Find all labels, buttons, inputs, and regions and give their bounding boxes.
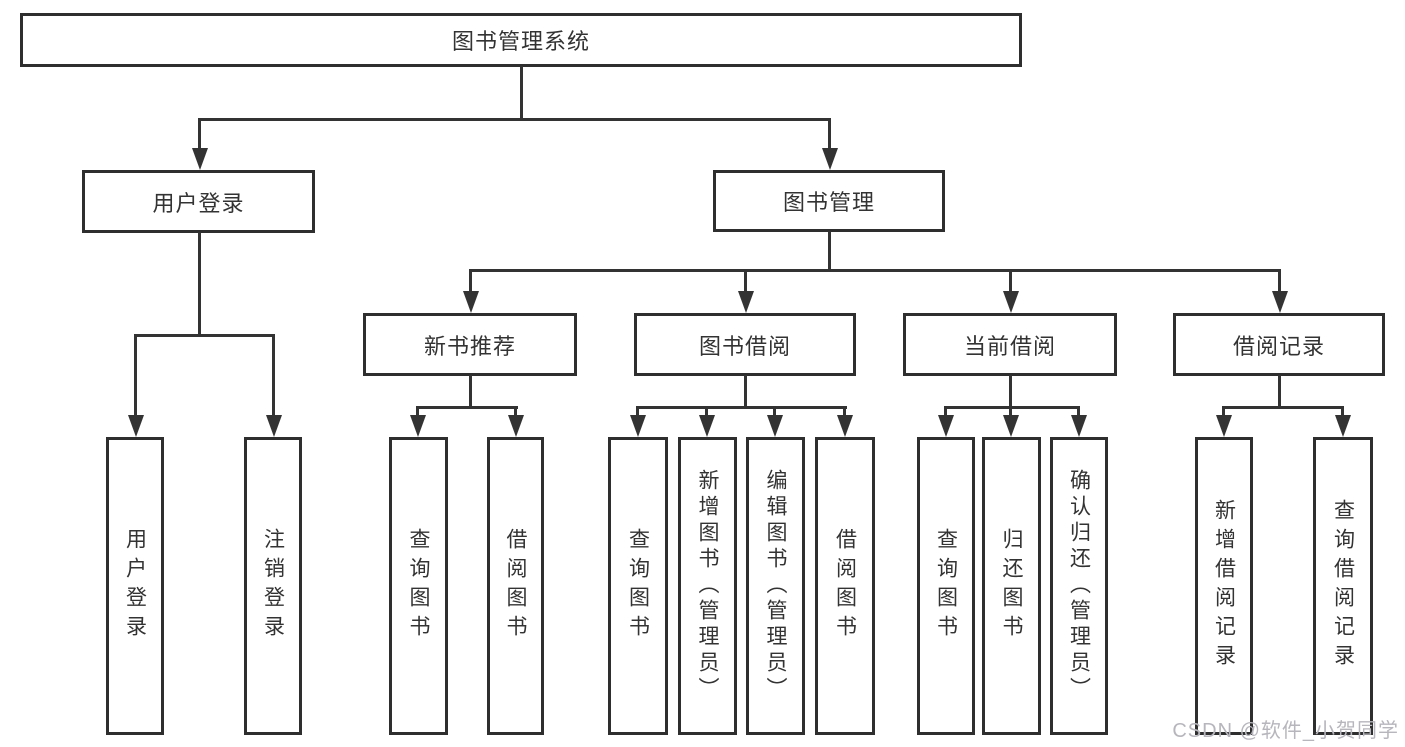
connector-leaf-d3 [1077, 406, 1080, 418]
node-book-borrow: 图书借阅 [634, 313, 856, 376]
connector-borrow-records-split [1223, 406, 1344, 409]
connector-leaf-e1 [1222, 406, 1225, 418]
leaf-borrow-books-borrow: 借阅图书 [815, 437, 875, 735]
node-book-mgmt: 图书管理 [713, 170, 945, 232]
arrowhead-leaf-logout [266, 415, 282, 437]
leaf-query-borrow-record-label: 查询借阅记录 [1331, 499, 1355, 673]
leaf-borrow-books-newrec: 借阅图书 [487, 437, 544, 735]
node-new-books: 新书推荐 [363, 313, 577, 376]
leaf-add-books-admin-label: 新增图书（管理员） [696, 469, 719, 703]
connector-new-books-split [417, 406, 518, 409]
connector-leaf-b2 [514, 406, 517, 418]
leaf-logout: 注销登录 [244, 437, 302, 735]
leaf-user-login: 用户登录 [106, 437, 164, 735]
arrowhead-book-borrow [738, 291, 754, 313]
leaf-borrow-books-borrow-label: 借阅图书 [833, 528, 857, 644]
connector-leaf-c4 [843, 406, 846, 418]
arrowhead-current-borrow [1003, 291, 1019, 313]
connector-user-login-split [134, 334, 275, 337]
connector-to-book-borrow [744, 269, 747, 295]
connector-to-book-mgmt [828, 118, 831, 152]
leaf-borrow-books-newrec-label: 借阅图书 [504, 528, 527, 644]
node-root: 图书管理系统 [20, 13, 1022, 67]
connector-current-borrow-down [1009, 375, 1012, 409]
leaf-query-books-current: 查询图书 [917, 437, 975, 735]
arrowhead-leaf-c1 [630, 415, 646, 437]
leaf-query-books-newrec: 查询图书 [389, 437, 448, 735]
arrowhead-leaf-b1 [410, 415, 426, 437]
leaf-edit-books-admin-label: 编辑图书（管理员） [764, 469, 787, 703]
connector-leaf-c2 [705, 406, 708, 418]
arrowhead-leaf-b2 [508, 415, 524, 437]
arrowhead-leaf-e2 [1335, 415, 1351, 437]
leaf-add-borrow-record-label: 新增借阅记录 [1212, 499, 1236, 673]
connector-to-new-books [469, 269, 472, 295]
leaf-query-books-current-label: 查询图书 [934, 528, 958, 644]
connector-leaf-c1 [636, 406, 639, 418]
arrowhead-book-mgmt [822, 148, 838, 170]
arrowhead-leaf-d1 [938, 415, 954, 437]
arrowhead-borrow-records [1272, 291, 1288, 313]
arrowhead-leaf-e1 [1216, 415, 1232, 437]
connector-book-mgmt-down [828, 231, 831, 272]
leaf-add-books-admin: 新增图书（管理员） [678, 437, 737, 735]
connector-user-login-down [198, 232, 201, 337]
node-user-login-label: 用户登录 [152, 190, 245, 216]
node-root-label: 图书管理系统 [451, 29, 590, 54]
node-borrow-records: 借阅记录 [1173, 313, 1385, 376]
connector-to-leaf-login [134, 334, 137, 418]
connector-level2-split [198, 118, 831, 121]
connector-borrow-records-down [1278, 375, 1281, 409]
leaf-query-books-borrow-label: 查询图书 [626, 528, 650, 644]
leaf-add-borrow-record: 新增借阅记录 [1195, 437, 1253, 735]
leaf-return-books-label: 归还图书 [1000, 528, 1023, 644]
connector-current-borrow-split [945, 406, 1080, 409]
node-book-borrow-label: 图书借阅 [698, 333, 791, 359]
arrowhead-leaf-c4 [837, 415, 853, 437]
leaf-return-books: 归还图书 [982, 437, 1041, 735]
node-current-borrow-label: 当前借阅 [963, 333, 1056, 359]
leaf-query-books-borrow: 查询图书 [608, 437, 668, 735]
connector-leaf-b1 [416, 406, 419, 418]
leaf-edit-books-admin: 编辑图书（管理员） [746, 437, 805, 735]
leaf-user-login-label: 用户登录 [123, 528, 147, 644]
arrowhead-leaf-d3 [1071, 415, 1087, 437]
connector-new-books-down [469, 375, 472, 409]
connector-to-borrow-records [1278, 269, 1281, 295]
node-new-books-label: 新书推荐 [423, 333, 516, 359]
csdn-watermark: CSDN @软件_小贺同学 [1172, 720, 1399, 742]
arrowhead-leaf-d2 [1003, 415, 1019, 437]
arrowhead-new-books [463, 291, 479, 313]
connector-leaf-d2 [1009, 406, 1012, 418]
leaf-confirm-return-admin-label: 确认归还（管理员） [1067, 469, 1091, 703]
arrowhead-leaf-c3 [767, 415, 783, 437]
connector-leaf-e2 [1341, 406, 1344, 418]
node-borrow-records-label: 借阅记录 [1232, 333, 1325, 359]
leaf-confirm-return-admin: 确认归还（管理员） [1050, 437, 1108, 735]
node-current-borrow: 当前借阅 [903, 313, 1117, 376]
connector-leaf-c3 [773, 406, 776, 418]
connector-to-leaf-logout [272, 334, 275, 418]
leaf-logout-label: 注销登录 [261, 528, 285, 644]
leaf-query-borrow-record: 查询借阅记录 [1313, 437, 1373, 735]
connector-book-borrow-down [744, 375, 747, 409]
arrowhead-user-login [192, 148, 208, 170]
connector-level3-split [469, 269, 1281, 272]
node-book-mgmt-label: 图书管理 [782, 190, 875, 215]
connector-to-user-login [198, 118, 201, 152]
connector-leaf-d1 [944, 406, 947, 418]
node-user-login: 用户登录 [82, 170, 315, 233]
connector-root-trunk [520, 66, 523, 119]
connector-book-borrow-split [637, 406, 847, 409]
connector-to-current-borrow [1009, 269, 1012, 295]
arrowhead-leaf-c2 [699, 415, 715, 437]
arrowhead-leaf-login [128, 415, 144, 437]
leaf-query-books-newrec-label: 查询图书 [407, 528, 430, 644]
